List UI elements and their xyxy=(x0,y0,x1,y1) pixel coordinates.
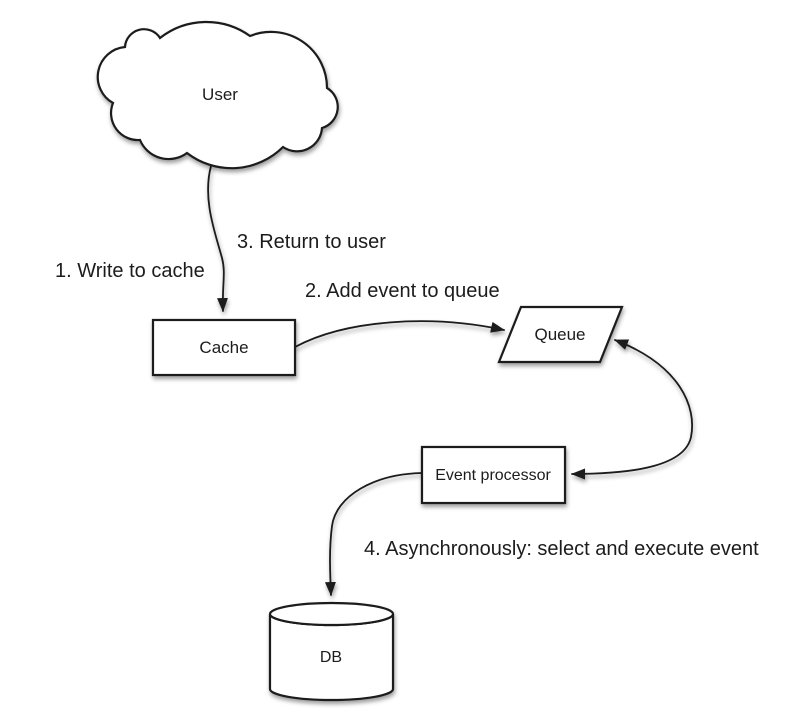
db-cylinder-top xyxy=(268,601,395,627)
event-processor-label: Event processor xyxy=(435,467,551,484)
cache-label: Cache xyxy=(199,338,248,357)
edge-queue-event-processor xyxy=(571,339,693,480)
edge-event-processor-to-db xyxy=(324,472,423,596)
cache-box xyxy=(151,318,297,377)
queue-parallelogram xyxy=(497,305,624,364)
edge-cache-to-queue xyxy=(294,320,505,348)
user-cloud xyxy=(96,20,339,170)
queue-label: Queue xyxy=(534,325,585,344)
edge-user-to-cache xyxy=(207,165,228,312)
event-processor-box xyxy=(420,445,567,505)
step2-add-event-to-queue-label: 2. Add event to queue xyxy=(305,280,500,302)
step4-async-execute-label: 4. Asynchronously: select and execute ev… xyxy=(364,538,759,560)
db-cylinder xyxy=(268,601,395,702)
user-label: User xyxy=(202,85,238,104)
db-label: DB xyxy=(320,649,342,666)
step1-write-to-cache-label: 1. Write to cache xyxy=(55,260,205,282)
step3-return-to-user-label: 3. Return to user xyxy=(237,231,386,253)
